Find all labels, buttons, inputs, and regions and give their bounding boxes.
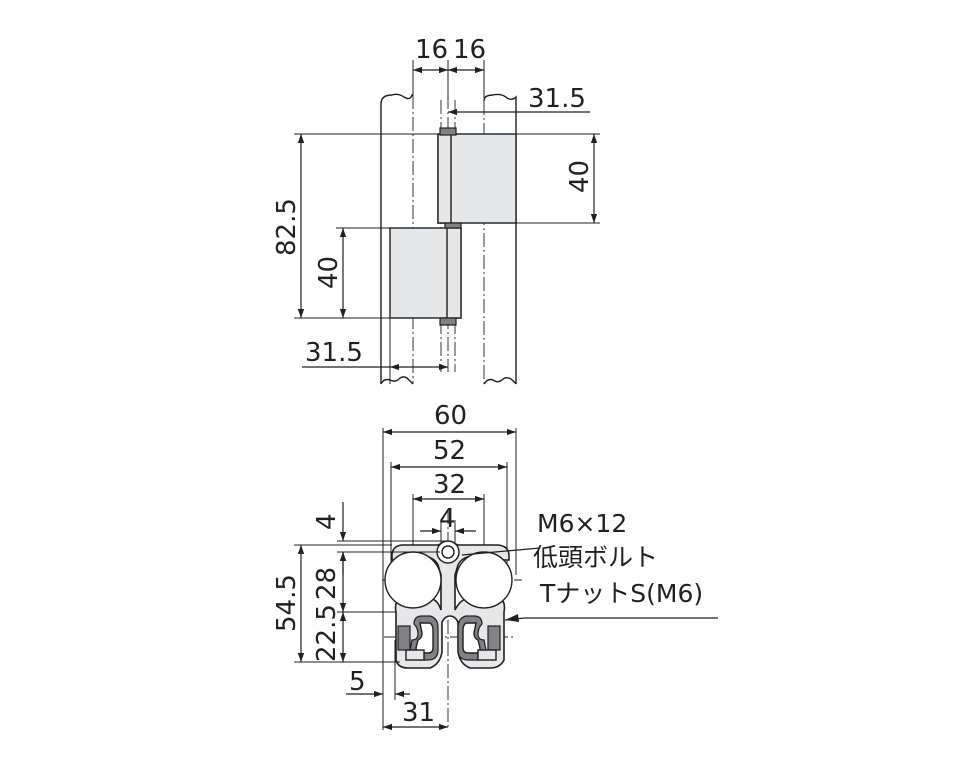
dim-28: 28 <box>312 567 342 600</box>
dim-40-right: 40 <box>565 160 595 193</box>
dim-22-5: 22.5 <box>312 604 342 662</box>
right-pipe-section <box>455 551 513 609</box>
dim-16-left: 16 <box>415 35 448 65</box>
left-pipe-section <box>384 551 442 609</box>
dim-31-5-bottom: 31.5 <box>305 338 363 368</box>
lower-knuckle <box>446 227 462 319</box>
dim-54-5: 54.5 <box>272 574 302 632</box>
section-view: 60 52 32 4 4 54.5 28 22.5 5 <box>272 401 718 731</box>
bolt-leader-line <box>461 547 541 556</box>
t-nut-left <box>397 625 411 651</box>
bolt-callout-type: 低頭ボルト <box>533 543 658 572</box>
center-washer <box>444 222 462 229</box>
upper-knuckle <box>437 133 452 224</box>
upper-pin-cap <box>439 127 457 136</box>
dim-31-5-top: 31.5 <box>528 84 586 114</box>
t-nut-right <box>487 625 501 651</box>
nut-callout: TナットS(M6) <box>539 579 703 608</box>
dim-32: 32 <box>433 470 466 500</box>
top-view: 16 16 31.5 40 82.5 40 31.5 <box>272 35 600 385</box>
dim-52: 52 <box>433 436 466 466</box>
dim-40-left: 40 <box>314 256 344 289</box>
dim-31: 31 <box>402 698 435 728</box>
dim-16-right: 16 <box>453 35 486 65</box>
dim-60: 60 <box>434 401 467 431</box>
dim-4-vertical: 4 <box>312 513 342 530</box>
dim-82-5: 82.5 <box>272 198 302 256</box>
bolt-callout-size: M6×12 <box>537 509 627 538</box>
dim-5: 5 <box>349 667 366 697</box>
dim-4-horizontal: 4 <box>439 504 456 534</box>
lower-pin-cap <box>439 317 457 326</box>
